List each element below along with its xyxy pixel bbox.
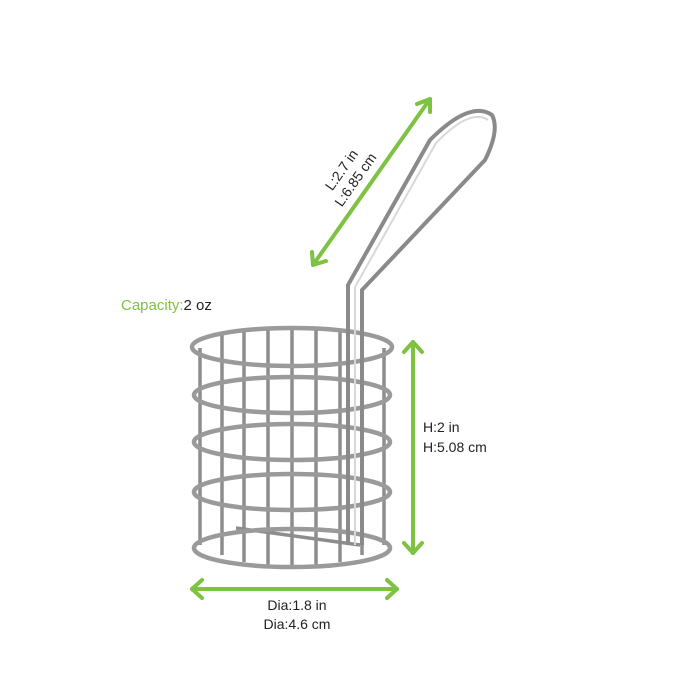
diameter-label: Dia:1.8 in Dia:4.6 cm xyxy=(247,596,347,634)
height-in: H:2 in xyxy=(423,419,460,435)
height-label: H:2 in H:5.08 cm xyxy=(423,417,487,457)
height-cm: H:5.08 cm xyxy=(423,439,487,455)
height-arrow xyxy=(402,340,424,555)
capacity-value: 2 oz xyxy=(183,297,212,314)
handle xyxy=(346,109,497,545)
basket-rings xyxy=(189,325,395,570)
basket xyxy=(189,109,497,570)
capacity-key: Capacity: xyxy=(121,297,184,314)
diameter-in: Dia:1.8 in xyxy=(267,597,327,613)
capacity-label: Capacity:2 oz xyxy=(121,297,212,314)
diameter-arrow xyxy=(190,578,399,600)
handle-length-arrow xyxy=(310,97,432,267)
dimension-arrows xyxy=(190,97,432,600)
diameter-cm: Dia:4.6 cm xyxy=(263,616,331,632)
